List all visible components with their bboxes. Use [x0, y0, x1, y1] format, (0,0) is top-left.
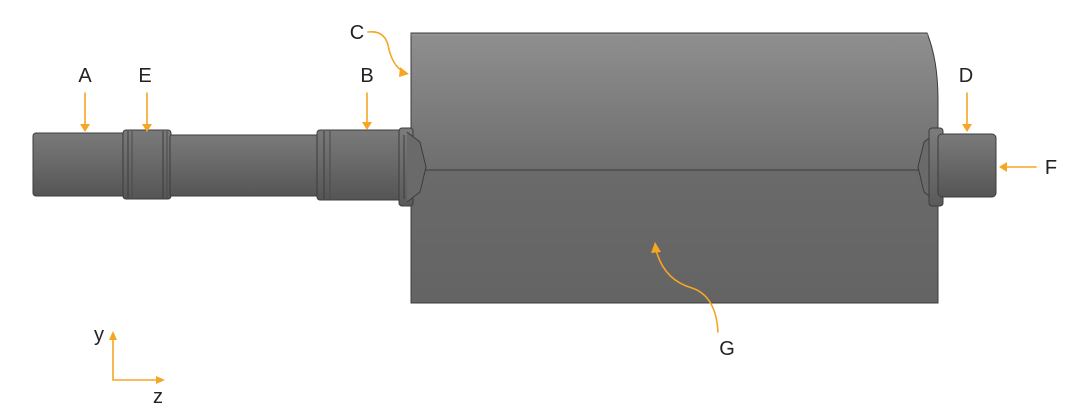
left-shaft [32, 129, 408, 201]
label-d: D [959, 65, 973, 87]
shaft-end-section [32, 132, 129, 197]
drum-body [410, 32, 939, 304]
shaft-collar [122, 129, 172, 200]
label-e: E [138, 65, 151, 87]
drum-lower-surface [410, 169, 939, 304]
callout-labels: A E B C D F G [78, 22, 1057, 360]
arrow-f [999, 162, 1037, 172]
arrow-e [142, 92, 152, 132]
callout-arrows [80, 30, 1037, 333]
arrow-c [367, 30, 409, 77]
axis-indicator: y z [94, 324, 165, 408]
label-a: A [78, 65, 92, 87]
label-g: G [719, 338, 735, 360]
label-f: F [1045, 157, 1057, 179]
arrow-g [651, 242, 719, 333]
label-b: B [360, 65, 373, 87]
drum-upper-surface [410, 32, 939, 171]
shaft-middle-section [169, 134, 323, 197]
arrow-d [962, 92, 972, 132]
right-shaft-end [937, 133, 997, 198]
arrow-a [80, 92, 90, 132]
right-shaft [937, 133, 997, 198]
arrow-b [362, 92, 372, 130]
axis-label-y: y [94, 324, 104, 346]
axis-label-z: z [153, 386, 163, 408]
left-hub-flange [398, 127, 427, 207]
label-c: C [350, 22, 364, 44]
